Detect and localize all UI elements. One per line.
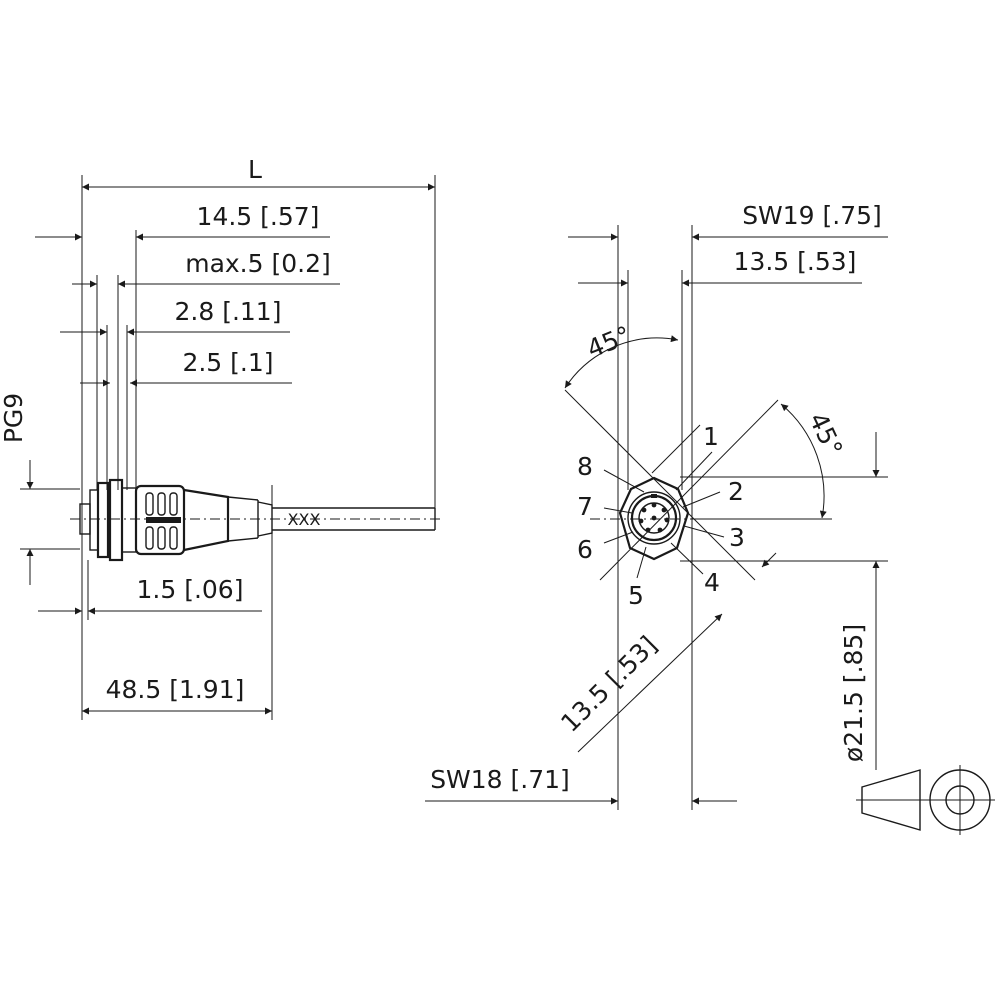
pin-6-label: 6	[577, 535, 593, 564]
thread-pg9-label: PG9	[0, 393, 28, 443]
pin-1-label: 1	[703, 422, 719, 451]
dim-max5-label: max.5 [0.2]	[185, 249, 331, 278]
front-view: SW19 [.75] 13.5 [.53] 45° 45°	[425, 201, 888, 810]
angle-left-label: 45°	[583, 320, 635, 363]
pin-8-label: 8	[577, 452, 593, 481]
dim-48-5-label: 48.5 [1.91]	[106, 675, 245, 704]
overall-length-label: L	[248, 155, 262, 184]
diameter-label: ø21.5 [.85]	[839, 624, 868, 762]
pin-4-label: 4	[704, 568, 720, 597]
width-top-label: 13.5 [.53]	[734, 247, 857, 276]
angle-right-label: 45°	[803, 408, 848, 460]
wrench-sw18-label: SW18 [.71]	[430, 765, 570, 794]
pin-2-label: 2	[728, 477, 744, 506]
projection-symbol-icon	[856, 765, 995, 835]
wrench-sw19-label: SW19 [.75]	[742, 201, 882, 230]
pin-5-label: 5	[628, 581, 644, 610]
dim-1-5-label: 1.5 [.06]	[137, 575, 244, 604]
dim-14-5-label: 14.5 [.57]	[197, 202, 320, 231]
pin-7-label: 7	[577, 492, 593, 521]
side-view: L 14.5 [.57] max.5 [0.2] 2.8 [.11] 2.5 […	[0, 155, 440, 720]
width-diagonal-label: 13.5 [.53]	[555, 630, 662, 737]
dim-2-8-label: 2.8 [.11]	[175, 297, 282, 326]
pin-3-label: 3	[729, 523, 745, 552]
dim-2-5-label: 2.5 [.1]	[182, 348, 273, 377]
